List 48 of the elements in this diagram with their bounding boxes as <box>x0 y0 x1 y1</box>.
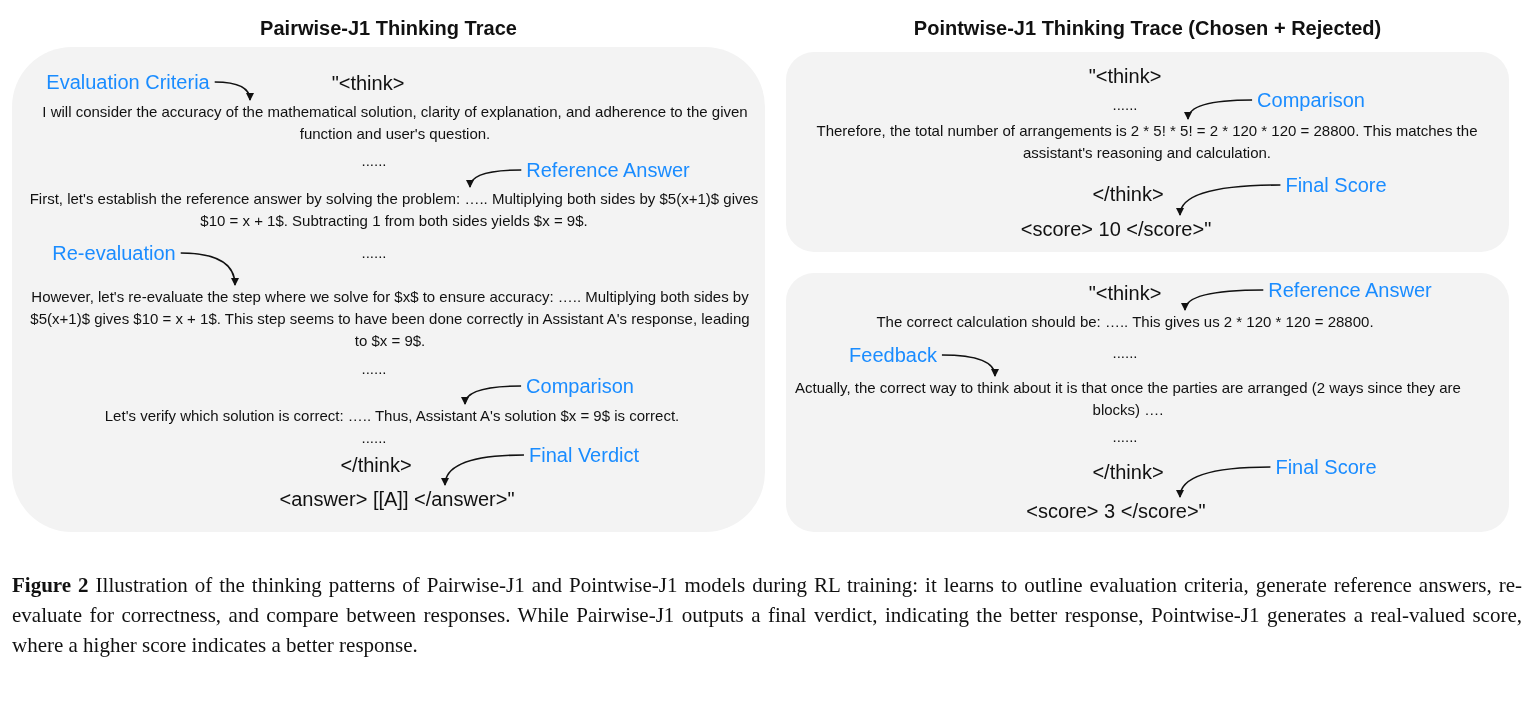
tag-text: <answer> [[A]] </answer>" <box>279 486 515 512</box>
annotation-label: Final Verdict <box>528 442 640 468</box>
trace-text: Let's verify which solution is correct: ….. Thus, Assistant A's solution $x = 9$ is correct. <box>104 405 680 427</box>
annotation-label: Comparison <box>1257 87 1365 113</box>
annotation-label: Comparison <box>526 373 634 399</box>
trace-text: First, let's establish the reference answer by solving the problem: ….. Multiplying both sides by $5(x+1)$ gives $10 = x + 1$. Subtracting 1 from both sides yields $x = 9$. <box>16 188 772 232</box>
tag-text: "<think> <box>1088 63 1162 89</box>
trace-text: Therefore, the total number of arrangements is 2 * 5! * 5! = 2 * 120 * 120 = 28800. This matches the assistant's reasoning and calculation. <box>787 120 1507 164</box>
panel <box>786 52 1509 252</box>
annotation-arrow <box>466 169 523 188</box>
annotation-label: Final Score <box>1285 172 1387 198</box>
annotation-arrow <box>462 385 522 405</box>
annotation-label: Feedback <box>849 342 937 368</box>
panel-heading: Pointwise-J1 Thinking Trace (Chosen + Rejected) <box>912 16 1383 41</box>
annotation-label: Reference Answer <box>1268 277 1432 303</box>
annotation-arrow <box>941 354 999 377</box>
trace-text: ...... <box>1112 426 1138 448</box>
annotation-label: Re-evaluation <box>52 240 176 266</box>
annotation-arrow <box>179 252 239 286</box>
tag-text: "<think> <box>331 70 405 96</box>
panel <box>786 273 1509 532</box>
tag-text: "<think> <box>1088 280 1162 306</box>
annotation-arrow <box>1176 466 1272 498</box>
annotation-arrow <box>441 454 525 486</box>
trace-text: Actually, the correct way to think about it is that once the parties are arranged (2 ways since they are blocks) …. <box>778 377 1478 421</box>
tag-text: <score> 10 </score>" <box>1020 216 1212 242</box>
trace-text: ...... <box>361 427 387 449</box>
trace-text: ...... <box>361 150 387 172</box>
trace-text: ...... <box>1112 342 1138 364</box>
tag-text: </think> <box>1092 459 1164 485</box>
annotation-arrow <box>1177 184 1282 216</box>
annotation-label: Reference Answer <box>526 157 690 183</box>
trace-text: However, let's re-evaluate the step where we solve for $x$ to ensure accuracy: ….. Multiplying both sides by $5(x+1)$ gives $10 = x + 1$. This step seems to have been done correctly in Assistant A's response, leading to $x = 9$. <box>30 286 750 352</box>
annotation-arrow <box>1185 99 1253 120</box>
figure-caption: Figure 2 Illustration of the thinking patterns of Pairwise-J1 and Pointwise-J1 models during RL training: it learns to outline evaluation criteria, generate reference answers, re-evaluate for correctness, and compare between responses. While Pairwise-J1 outputs a final verdict, indicating the better response, Pointwise-J1 generates a real-valued score, where a higher score indicates a better response. <box>12 572 1522 659</box>
panel-heading: Pairwise-J1 Thinking Trace <box>259 16 518 41</box>
annotation-label: Final Score <box>1275 454 1377 480</box>
trace-text: ...... <box>361 358 387 380</box>
tag-text: <score> 3 </score>" <box>1026 498 1206 524</box>
tag-text: </think> <box>340 452 412 478</box>
tag-text: </think> <box>1092 181 1164 207</box>
annotation-label: Evaluation Criteria <box>46 69 210 95</box>
trace-text: ...... <box>1112 94 1138 116</box>
trace-text: I will consider the accuracy of the mathematical solution, clarity of explanation, and adherence to the given function and user's question. <box>22 101 768 145</box>
trace-text: The correct calculation should be: ….. This gives us 2 * 120 * 120 = 28800. <box>876 311 1374 333</box>
trace-text: ...... <box>361 242 387 264</box>
annotation-arrow <box>1182 289 1265 311</box>
annotation-arrow <box>213 81 254 101</box>
